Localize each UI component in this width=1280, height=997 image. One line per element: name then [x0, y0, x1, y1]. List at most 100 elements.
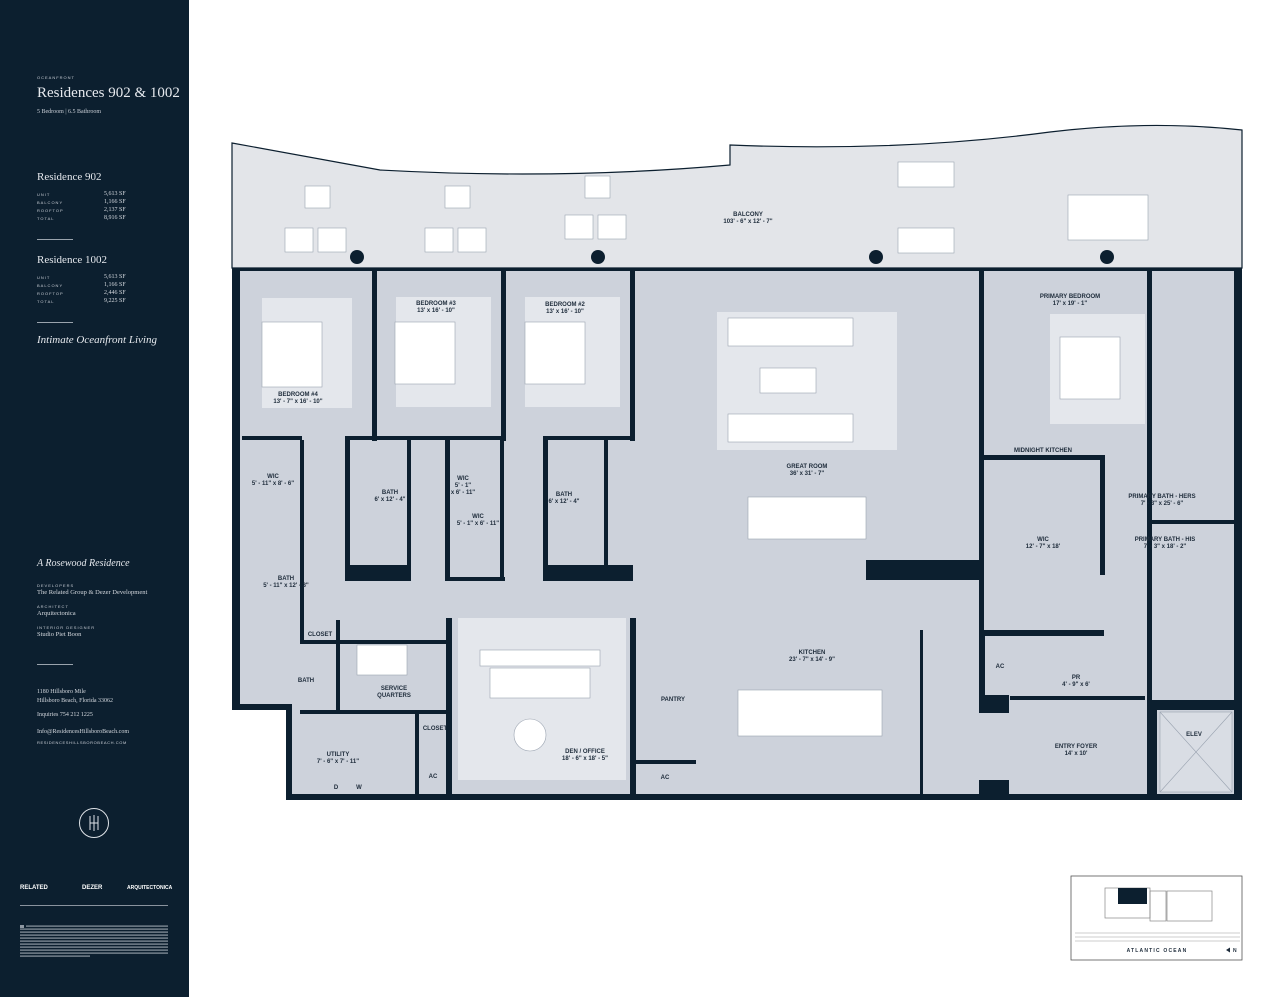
area-row: ROOFTOP 2,446 SF: [37, 290, 127, 297]
room-label: PANTRY: [661, 697, 685, 703]
area-row: BALCONY 1,166 SF: [37, 199, 127, 206]
furniture: [261, 161, 1149, 752]
room-label: UTILITY: [327, 752, 350, 758]
credit-label: ARCHITECT: [37, 604, 69, 609]
columns: [350, 250, 1114, 264]
area-value: 1,166 SF: [104, 199, 126, 205]
room-label: BATH: [382, 490, 398, 496]
room-dims: 5' - 11" x 8' - 6": [252, 481, 294, 487]
eyebrow: OCEANFRONT: [37, 75, 75, 80]
disclaimer-fineprint: [20, 925, 168, 957]
room-dims: 4' - 9" x 6': [1062, 682, 1090, 688]
area-value: 8,916 SF: [104, 215, 126, 221]
room-label: AC: [661, 775, 670, 781]
page-title: Residences 902 & 1002: [37, 85, 180, 101]
room-label: BATH: [278, 576, 294, 582]
room-label: BATH: [556, 492, 572, 498]
area-row: TOTAL 8,916 SF: [37, 215, 127, 222]
area-row: UNIT 5,613 SF: [37, 191, 127, 198]
rug: [458, 618, 626, 780]
elevator: [1159, 711, 1233, 793]
room-dims: 14' x 10': [1065, 751, 1088, 757]
room-label: BALCONY: [733, 212, 763, 218]
sidebar: OCEANFRONT Residences 902 & 1002 5 Bedro…: [0, 0, 189, 997]
website-link[interactable]: RESIDENCESHILLSBOROBEACH.COM: [37, 740, 127, 745]
room-label: PRIMARY BATH - HERS: [1128, 494, 1195, 500]
area-label: BALCONY: [37, 200, 64, 205]
room-dims: 5' - 1": [455, 483, 471, 489]
room-label: BEDROOM #4: [278, 392, 318, 398]
room-dims: 13' - 7" x 16' - 10": [273, 399, 322, 405]
room-label: PRIMARY BATH - HIS: [1135, 537, 1196, 543]
room-label: DEN / OFFICE: [565, 749, 605, 755]
room-label: AC: [996, 664, 1005, 670]
area-value: 5,613 SF: [104, 191, 126, 197]
ocean-label: ATLANTIC OCEAN: [1127, 948, 1188, 954]
room-label: ELEV: [1186, 732, 1202, 738]
divider: [37, 322, 73, 323]
credit-label: DEVELOPERS: [37, 583, 75, 588]
room-label: WIC: [267, 474, 279, 480]
room-dims: 6' x 12' - 4": [548, 499, 579, 505]
room-label: KITCHEN: [799, 650, 826, 656]
room-label: PR: [1072, 675, 1081, 681]
room-dims: 5' - 1" x 6' - 11": [457, 521, 499, 527]
room-dims: 5' - 11" x 12' - 3": [263, 583, 309, 589]
divider: [37, 239, 73, 240]
area-label: UNIT: [37, 192, 51, 197]
room-dims: x 6' - 11": [451, 490, 475, 496]
room-dims: 7' - 3" x 18' - 2": [1144, 544, 1187, 550]
area-value: 5,613 SF: [104, 274, 126, 280]
room-label: BATH: [298, 678, 314, 684]
room-label: BEDROOM #2: [545, 302, 585, 308]
key-plan: ATLANTIC OCEAN N: [1070, 875, 1243, 961]
walls: [232, 268, 1242, 800]
inquiries: Inquiries 754 212 1225: [37, 712, 93, 718]
room-dims: 17' x 19' - 1": [1053, 301, 1088, 307]
area-label: TOTAL: [37, 216, 55, 221]
north-label: N: [1233, 948, 1237, 954]
room-dims: 6' x 12' - 4": [374, 497, 405, 503]
dezer-logo: DEZER: [82, 885, 103, 891]
room-dims: 103' - 6" x 12' - 7": [723, 219, 772, 225]
room-label: CLOSET: [423, 726, 448, 732]
room-label: PRIMARY BEDROOM: [1040, 294, 1100, 300]
tagline: Intimate Oceanfront Living: [37, 334, 157, 346]
address-line-1: 1180 Hillsboro Mile: [37, 689, 86, 695]
room-label: WIC: [1037, 537, 1049, 543]
room-label: AC: [429, 774, 438, 780]
credit-label: INTERIOR DESIGNER: [37, 625, 96, 630]
residence-902-title: Residence 902: [37, 171, 102, 183]
room-label: ENTRY FOYER: [1055, 744, 1098, 750]
area-value: 1,166 SF: [104, 282, 126, 288]
area-value: 2,137 SF: [104, 207, 126, 213]
email-link[interactable]: Info@ResidencesHillsboroBeach.com: [37, 729, 130, 735]
room-dims: 18' - 6" x 18' - 5": [562, 756, 608, 762]
room-dims: 13' x 16' - 10": [546, 309, 584, 315]
room-dims: 7' - 3" x 25' - 6": [1141, 501, 1184, 507]
credit-value: The Related Group & Dezer Development: [37, 589, 148, 596]
area-value: 2,446 SF: [104, 290, 126, 296]
room-dims: 12' - 7" x 18': [1026, 544, 1061, 550]
room-label: SERVICE: [381, 686, 407, 692]
area-label: ROOFTOP: [37, 291, 64, 296]
room-dims: 13' x 16' - 10": [417, 308, 455, 314]
dryer-label: D: [334, 785, 339, 791]
arquitectonica-logo: ARQUITECTONICA: [127, 885, 173, 891]
room-label: GREAT ROOM: [787, 464, 828, 470]
monogram-logo: [79, 808, 109, 838]
divider: [20, 905, 168, 906]
room-label: MIDNIGHT KITCHEN: [1014, 448, 1072, 454]
room-label: BEDROOM #3: [416, 301, 456, 307]
room-label: QUARTERS: [377, 693, 411, 699]
address-line-2: Hillsboro Beach, Florida 33062: [37, 698, 113, 704]
residence-1002-title: Residence 1002: [37, 254, 107, 266]
area-label: BALCONY: [37, 283, 64, 288]
credit-value: Studio Piet Boon: [37, 631, 82, 638]
area-label: TOTAL: [37, 299, 55, 304]
brand-line: A Rosewood Residence: [37, 558, 130, 569]
